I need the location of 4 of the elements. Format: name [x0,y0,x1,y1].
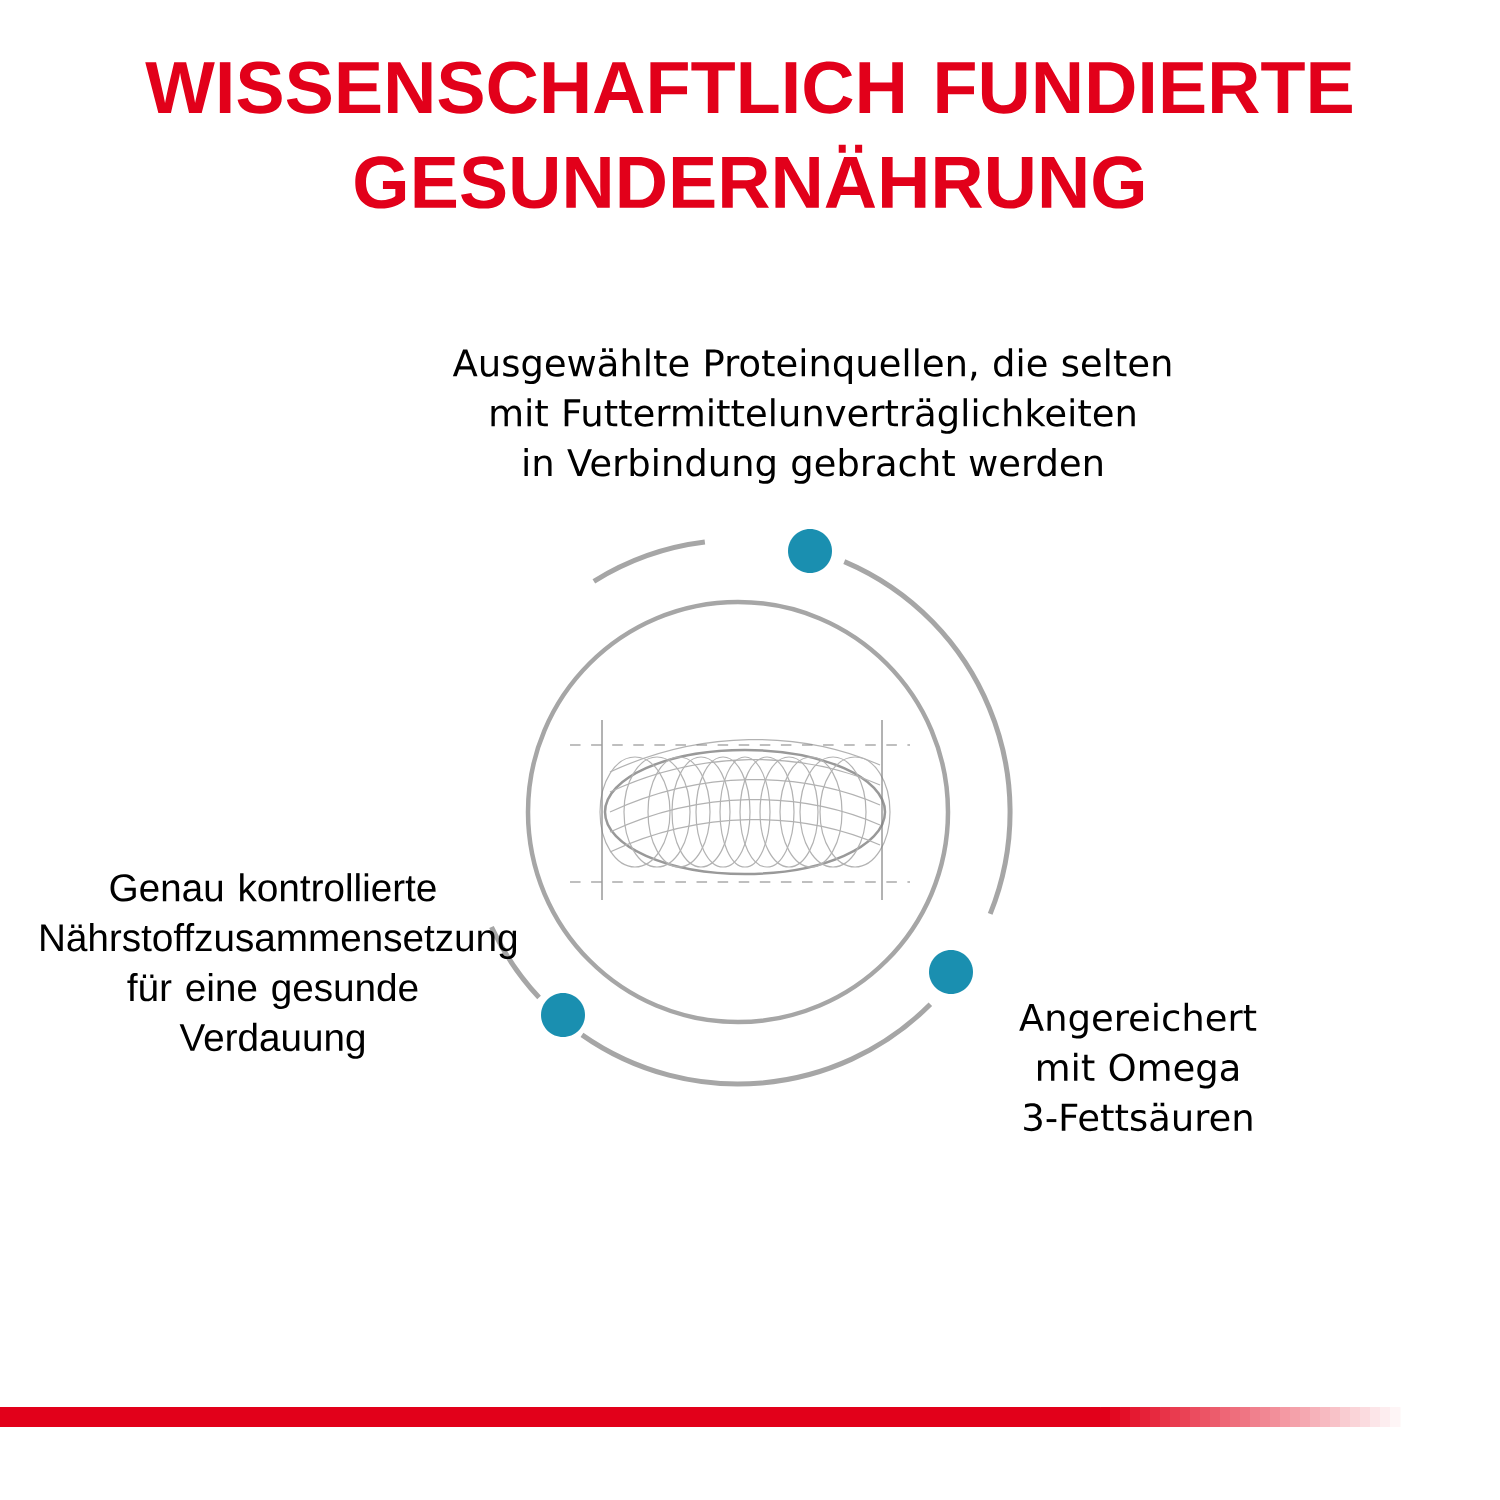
title: WISSENSCHAFTLICH FUNDIERTE GESUNDERNÄHRUNG [145,61,1352,209]
feature-text: Angereichert mit Omega 3-Fettsäuren [1019,1002,1257,1132]
feature-text: Ausgewählte Proteinquellen, die selten mit Futtermittelunverträglichkeiten in Verbindung gebracht werden [452,348,1171,484]
feature-text: Genau kontrollierte Nährstoffzusammensetzung für eine gesunde Verdauung [41,873,517,1059]
